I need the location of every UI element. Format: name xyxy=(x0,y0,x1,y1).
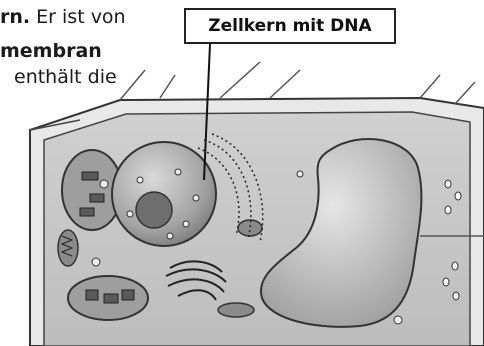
nucleus-label: Zellkern mit DNA xyxy=(184,8,396,44)
chloroplast-lower xyxy=(68,276,148,320)
nucleus xyxy=(112,142,216,246)
